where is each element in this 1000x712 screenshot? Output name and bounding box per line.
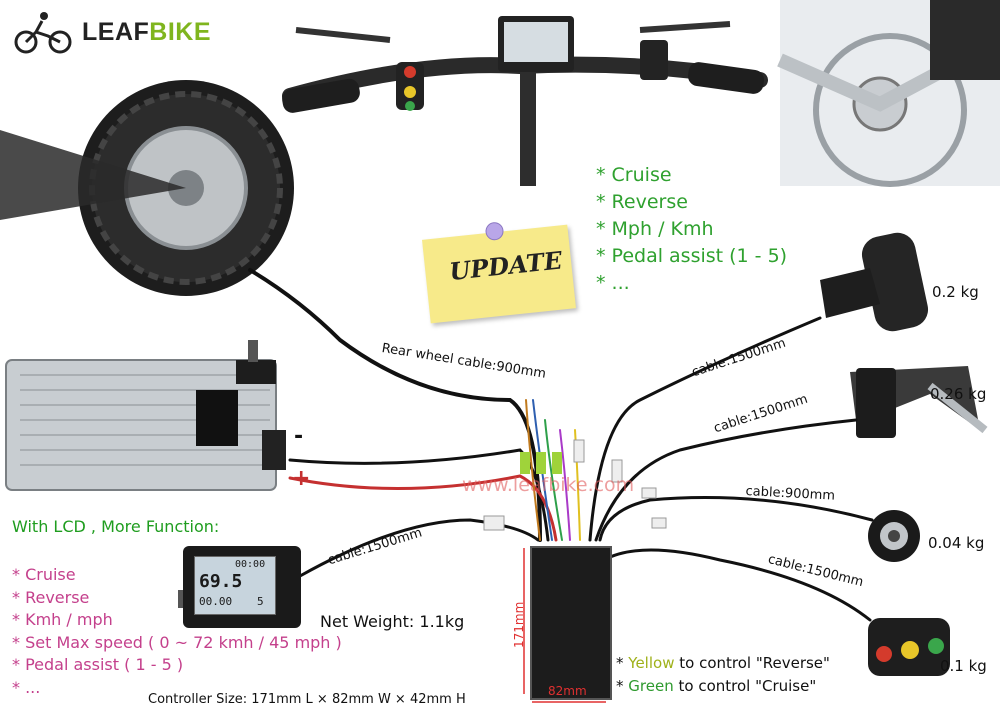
watermark: www.leafbike.com bbox=[462, 474, 635, 496]
feature-item: * Pedal assist (1 - 5) bbox=[596, 245, 788, 267]
controller-width-label: 82mm bbox=[548, 684, 587, 698]
controller-height-label: 171mm bbox=[512, 601, 526, 648]
note-cruise: * Green to control "Cruise" bbox=[616, 675, 830, 698]
lcd-feature-item: * Pedal assist ( 1 - 5 ) bbox=[12, 655, 184, 674]
note-star: * bbox=[616, 654, 624, 672]
lcd-speed: 69.5 bbox=[199, 571, 243, 592]
update-sticky-note: UPDATE bbox=[422, 221, 576, 324]
lcd-feature-item: * Cruise bbox=[12, 565, 76, 584]
note-cruise-text: to control "Cruise" bbox=[678, 677, 817, 695]
throttle-weight: 0.2 kg bbox=[932, 283, 979, 301]
pas-weight: 0.04 kg bbox=[928, 534, 985, 552]
lcd-top-value: 00:00 bbox=[235, 559, 266, 570]
net-weight: Net Weight: 1.1kg bbox=[320, 612, 465, 631]
cables bbox=[248, 268, 874, 622]
bike-frame-corner bbox=[777, 0, 1000, 187]
pas-sensor bbox=[868, 510, 920, 562]
lcd-feature-list: * Cruise * Reverse * Kmh / mph * Set Max… bbox=[12, 564, 342, 699]
throttle bbox=[820, 232, 929, 332]
lcd-feature-item: * Set Max speed ( 0 ~ 72 kmh / 45 mph ) bbox=[12, 632, 342, 652]
feature-item: * Cruise bbox=[596, 164, 672, 186]
handlebar bbox=[282, 16, 768, 186]
connectors bbox=[483, 439, 667, 531]
battery-plus: + bbox=[292, 466, 311, 491]
note-reverse-text: to control "Reverse" bbox=[679, 654, 830, 672]
brand-name-part2: BIKE bbox=[149, 18, 212, 46]
brand-name: LEAFBIKE bbox=[82, 18, 211, 47]
brake-weight: 0.26 kg bbox=[930, 385, 987, 403]
controller-size: Controller Size: 171mm L × 82mm W × 42mm… bbox=[148, 692, 466, 707]
brand-name-part1: LEAF bbox=[82, 18, 150, 46]
brake-lever bbox=[850, 366, 988, 438]
color-notes: * Yellow to control "Reverse" * Green to… bbox=[616, 652, 830, 698]
cyclist-icon bbox=[14, 12, 72, 54]
battery-pack bbox=[5, 340, 286, 491]
note-reverse: * Yellow to control "Reverse" bbox=[616, 652, 830, 675]
lcd-section-title: With LCD , More Function: bbox=[12, 517, 220, 536]
battery-minus: - bbox=[294, 424, 304, 449]
brand-logo: LEAFBIKE bbox=[14, 18, 211, 47]
lcd-screen: 00:00 69.5 00.00 5 bbox=[194, 556, 276, 615]
lcd-level: 5 bbox=[257, 595, 264, 608]
controller-box bbox=[530, 546, 612, 700]
controller-dimension-lines bbox=[523, 548, 606, 703]
lcd-feature-item: * Reverse bbox=[12, 587, 90, 607]
feature-item: * ... bbox=[596, 272, 630, 294]
hub-motor-wheel bbox=[0, 80, 294, 296]
lcd-lower-value: 00.00 bbox=[199, 595, 233, 608]
lcd-feature-item: * ... bbox=[12, 677, 41, 697]
lcd-feature-item: * Kmh / mph bbox=[12, 610, 113, 629]
note-star: * bbox=[616, 677, 624, 695]
update-text: UPDATE bbox=[447, 245, 564, 287]
note-yellow-word: Yellow bbox=[628, 654, 675, 672]
lcd-display: 00:00 69.5 00.00 5 bbox=[183, 546, 301, 628]
feature-list: * Cruise * Reverse * Mph / Kmh * Pedal a… bbox=[596, 162, 787, 297]
switch-weight: 0.1 kg bbox=[940, 657, 987, 675]
feature-item: * Reverse bbox=[596, 191, 688, 213]
note-green-word: Green bbox=[628, 677, 674, 695]
function-switch bbox=[868, 618, 950, 676]
feature-item: * Mph / Kmh bbox=[596, 218, 714, 240]
